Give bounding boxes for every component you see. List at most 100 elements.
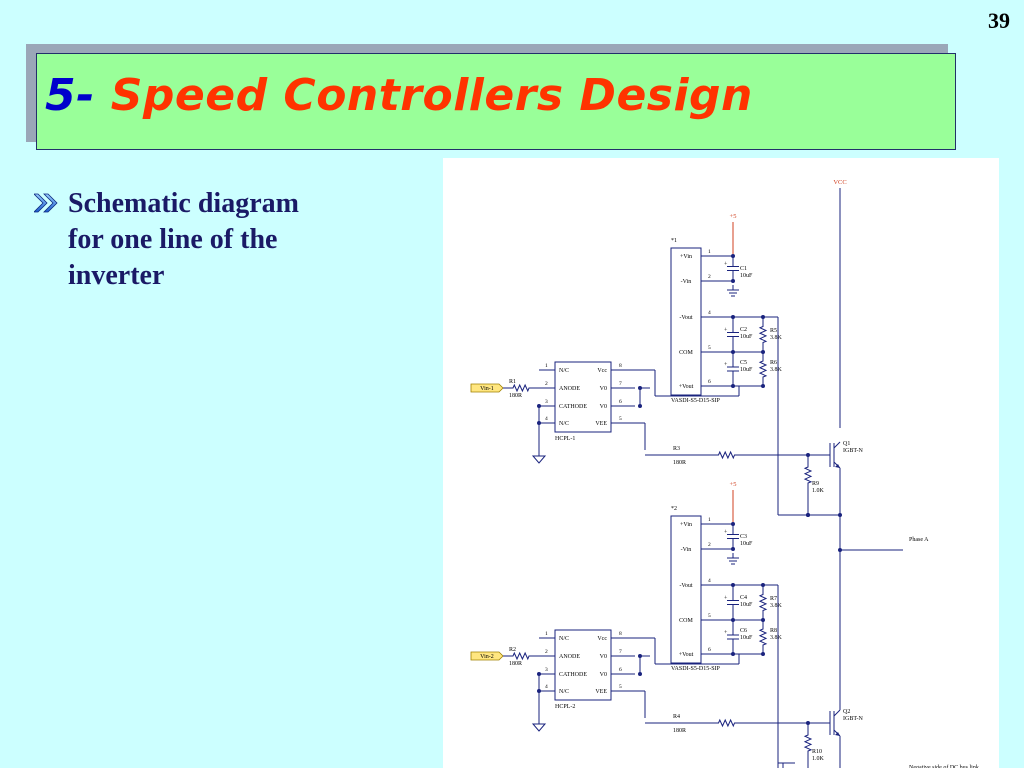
- opto-pin-number: 1: [545, 631, 548, 637]
- input-tag: [470, 383, 504, 393]
- module-pin-number: 2: [708, 274, 711, 280]
- junction-dot: [638, 672, 642, 676]
- module-ref: *1: [671, 238, 677, 244]
- opto-name: HCPL-2: [555, 704, 575, 710]
- resistor: [503, 651, 539, 661]
- capacitor-polarity: +: [724, 328, 728, 334]
- module-pin-label: COM: [679, 350, 693, 356]
- module-pin-label: +Vout: [679, 652, 694, 658]
- dcdc-module: [670, 515, 702, 664]
- res-ref: R7: [770, 596, 777, 602]
- resistor: [645, 450, 808, 460]
- module-name: VASDI-S5-D15-SIP: [671, 666, 721, 672]
- capacitor-polarity: +: [724, 362, 728, 368]
- ground-symbol: [531, 723, 547, 732]
- capacitor-polarity: +: [724, 630, 728, 636]
- opto-pin-number: 5: [619, 416, 622, 422]
- junction-dot: [731, 547, 735, 551]
- opto-pin-label: Vcc: [597, 636, 607, 642]
- opto-name: HCPL-1: [555, 436, 575, 442]
- module-pin-number: 5: [708, 345, 711, 351]
- page-number: 39: [988, 8, 1010, 33]
- cap-ref: C1: [740, 266, 747, 272]
- opto-pin-label: ANODE: [559, 654, 580, 660]
- capacitor-polarity: +: [724, 262, 728, 268]
- bullet-line-1: Schematic diagram: [68, 188, 299, 219]
- resistor: [758, 352, 768, 386]
- vcc-label: VCC: [833, 179, 846, 186]
- res-ref: R5: [770, 328, 777, 334]
- igbt-arrow: [835, 732, 840, 736]
- opto-pin-number: 2: [545, 649, 548, 655]
- res-ref: R8: [770, 628, 777, 634]
- module-pin-label: +Vin: [680, 254, 692, 260]
- opto-pin-label: N/C: [559, 689, 569, 695]
- bullet-line-3: inverter: [68, 259, 165, 291]
- cap-ref: C6: [740, 628, 747, 634]
- res-ref: R1: [509, 379, 516, 385]
- opto-pin-label: V0: [600, 654, 607, 660]
- opto-pin-number: 5: [619, 684, 622, 690]
- res-value: 3.8K: [770, 335, 783, 341]
- supply-label: +5: [730, 481, 737, 488]
- module-pin-label: -Vin: [681, 547, 692, 553]
- opto-pin-label: VEE: [595, 689, 607, 695]
- res-value: 3.8K: [770, 635, 783, 641]
- opto-pin-number: 3: [545, 399, 548, 405]
- opto-pin-label: N/C: [559, 636, 569, 642]
- module-pin-number: 5: [708, 613, 711, 619]
- opto-pin-number: 4: [545, 416, 548, 422]
- negative-bus-label: Negative side of DC bus link: [909, 764, 979, 768]
- opto-pin-label: V0: [600, 672, 607, 678]
- module-pin-label: -Vin: [681, 279, 692, 285]
- schematic-svg: VCC+5*1VASDI-S5-D15-SIP+Vin1-Vin2-Vout4C…: [470, 179, 979, 768]
- res-ref: R4: [673, 714, 680, 720]
- opto-pin-number: 8: [619, 631, 622, 637]
- opto-pin-label: Vcc: [597, 368, 607, 374]
- res-ref: R9: [812, 481, 819, 487]
- junction-dot: [537, 689, 541, 693]
- opto-pin-number: 3: [545, 667, 548, 673]
- capacitor-polarity: +: [724, 596, 728, 602]
- igbt-ref: Q1: [843, 441, 850, 447]
- module-pin-number: 1: [708, 249, 711, 255]
- res-ref: R3: [673, 446, 680, 452]
- igbt-arrow: [835, 464, 840, 468]
- opto-pin-number: 7: [619, 381, 622, 387]
- opto-pin-number: 8: [619, 363, 622, 369]
- resistor: [803, 723, 813, 763]
- dcdc-module: [670, 247, 702, 396]
- res-value: 180R: [673, 728, 686, 734]
- input-tag: [470, 651, 504, 661]
- supply-label: +5: [730, 213, 737, 220]
- title-main: Speed Controllers Design: [110, 70, 753, 121]
- module-pin-label: +Vout: [679, 384, 694, 390]
- igbt-collector: [833, 709, 841, 717]
- bullet-text: Schematic diagram for one line of the in…: [34, 186, 414, 293]
- module-pin-label: +Vin: [680, 522, 692, 528]
- cap-ref: C4: [740, 595, 747, 601]
- cap-ref: C2: [740, 327, 747, 333]
- junction-dot: [537, 421, 541, 425]
- res-ref: R6: [770, 360, 777, 366]
- igbt-value: IGBT-N: [843, 448, 863, 454]
- res-value: 1.0K: [812, 756, 825, 762]
- opto-pin-label: V0: [600, 404, 607, 410]
- res-value: 180R: [509, 393, 522, 399]
- res-ref: R10: [812, 749, 822, 755]
- resistor: [758, 317, 768, 352]
- cap-value: 10uF: [740, 541, 753, 547]
- cap-value: 10uF: [740, 273, 753, 279]
- optocoupler: [554, 361, 612, 433]
- opto-pin-label: CATHODE: [559, 404, 587, 410]
- resistor: [803, 455, 813, 495]
- cap-ref: C3: [740, 534, 747, 540]
- junction-dot: [731, 279, 735, 283]
- optocoupler: [554, 629, 612, 701]
- resistor: [645, 718, 808, 728]
- igbt-collector: [833, 441, 841, 449]
- ground-symbol: [531, 455, 547, 464]
- title-box: 5- Speed Controllers Design: [36, 53, 956, 150]
- opto-pin-number: 6: [619, 667, 622, 673]
- igbt-ref: Q2: [843, 709, 850, 715]
